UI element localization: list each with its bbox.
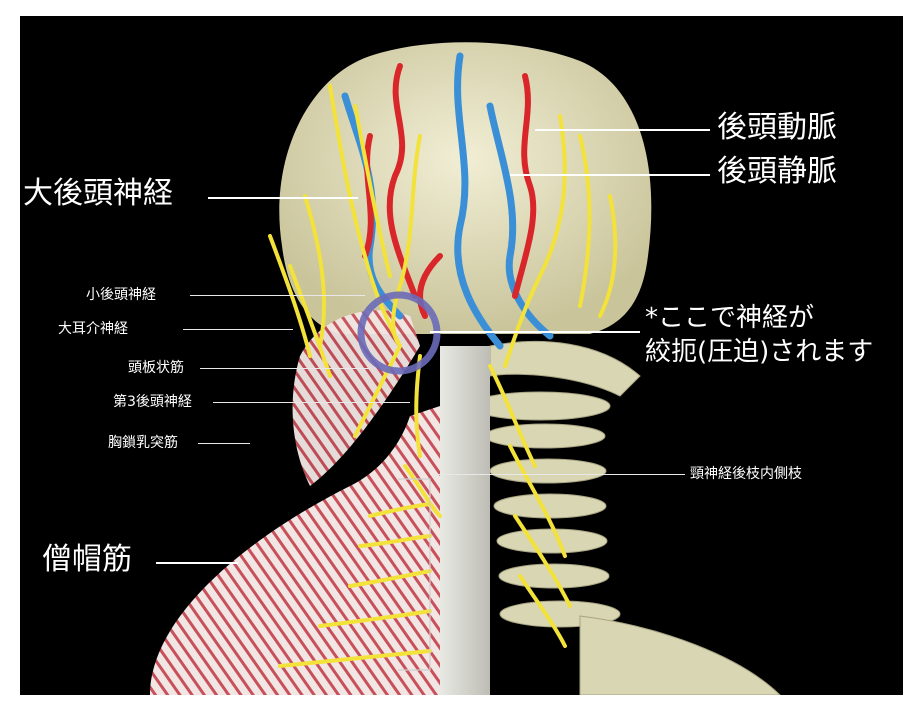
leader-lesser-occipital-nerve bbox=[190, 295, 365, 296]
diagram-canvas: 後頭動脈 後頭静脈 *ここで神経が 絞扼(圧迫)されます 頸神経後枝内側枝 大後… bbox=[20, 16, 903, 695]
leader-cervical-dorsal-rami bbox=[430, 474, 685, 475]
label-entrapment-1: *ここで神経が bbox=[645, 302, 814, 334]
leader-entrapment bbox=[430, 331, 640, 333]
leader-occipital-vein bbox=[510, 174, 710, 176]
label-splenius-capitis: 頭板状筋 bbox=[128, 359, 184, 377]
trapezius-muscle bbox=[150, 406, 440, 695]
leader-splenius-capitis bbox=[200, 368, 370, 369]
leader-occipital-artery bbox=[535, 129, 710, 131]
label-cervical-dorsal-rami: 頸神経後枝内側枝 bbox=[690, 465, 802, 483]
leader-greater-occipital-nerve bbox=[208, 197, 358, 199]
neck-column bbox=[440, 346, 490, 695]
leader-sternocleidomastoid bbox=[198, 443, 250, 444]
label-greater-occipital-nerve: 大後頭神経 bbox=[23, 177, 173, 211]
label-entrapment-2: 絞扼(圧迫)されます bbox=[645, 336, 873, 368]
label-third-occipital-nerve: 第3後頭神経 bbox=[113, 393, 192, 411]
label-sternocleidomastoid: 胸鎖乳突筋 bbox=[108, 434, 178, 452]
leader-great-auricular-nerve bbox=[183, 329, 293, 330]
label-occipital-artery: 後頭動脈 bbox=[717, 111, 837, 145]
label-great-auricular-nerve: 大耳介神経 bbox=[58, 320, 128, 338]
leader-trapezius bbox=[156, 562, 238, 564]
label-trapezius: 僧帽筋 bbox=[42, 543, 132, 577]
leader-third-occipital-nerve bbox=[213, 402, 410, 403]
label-lesser-occipital-nerve: 小後頭神経 bbox=[86, 286, 156, 304]
label-occipital-vein: 後頭静脈 bbox=[717, 155, 837, 189]
